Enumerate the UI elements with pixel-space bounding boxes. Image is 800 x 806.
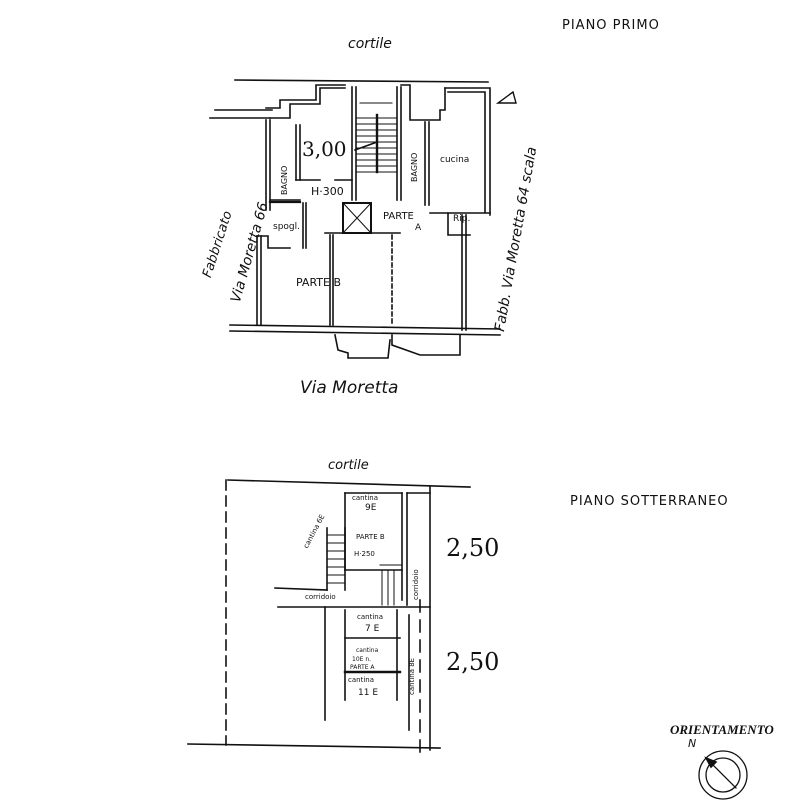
orientation-north-marker: N	[688, 737, 697, 750]
first-floor-dimension: 3,00	[302, 137, 347, 161]
cantina-11e-number: 11 E	[358, 688, 378, 698]
first-floor-courtyard-label: cortile	[348, 36, 392, 52]
cantina-10e-label: cantina	[356, 647, 379, 654]
orientation-label: ORIENTAMENTO	[670, 722, 774, 737]
basement-courtyard-label: cortile	[328, 458, 369, 473]
orientation-compass	[698, 750, 748, 800]
street-label: Via Moretta	[300, 378, 399, 398]
first-floor-height: H·300	[311, 185, 344, 198]
corridoio-horizontal: corridoio	[305, 593, 336, 601]
room-cucina: cucina	[440, 155, 470, 165]
first-floor-plan	[209, 79, 501, 359]
basement-plan	[187, 479, 471, 761]
room-spogliatoio: spogl.	[273, 222, 300, 232]
basement-height: H·250	[354, 550, 375, 558]
room-bagno-left: BAGNO	[280, 165, 289, 195]
cantina-11e-label: cantina	[348, 676, 374, 684]
cantina-7e-number: 7 E	[365, 624, 380, 634]
cantina-10e-number: 10E n.	[352, 656, 372, 663]
room-bagno-right: BAGNO	[410, 152, 419, 182]
basement-dimension-lower: 2,50	[446, 648, 500, 676]
basement-parte-b: PARTE B	[356, 533, 385, 541]
first-floor-title: PIANO PRIMO	[562, 18, 660, 33]
corridoio-vertical: corridoio	[412, 569, 420, 600]
cantina-10e-parte-a: PARTE A	[350, 664, 375, 671]
cantina-9e-label: cantina	[352, 494, 378, 502]
basement-dimension-upper: 2,50	[446, 534, 500, 562]
room-parte-b: PARTE B	[296, 276, 342, 289]
cantina-8e: cantina 8E	[408, 657, 416, 695]
room-parte-a-letter: A	[415, 223, 422, 233]
room-parte-a: PARTE	[383, 211, 414, 222]
cantina-7e-label: cantina	[357, 613, 383, 621]
basement-title: PIANO SOTTERRANEO	[570, 494, 729, 509]
cantina-9e-number: 9E	[365, 503, 377, 513]
room-ripostiglio: Rip.	[453, 214, 471, 224]
